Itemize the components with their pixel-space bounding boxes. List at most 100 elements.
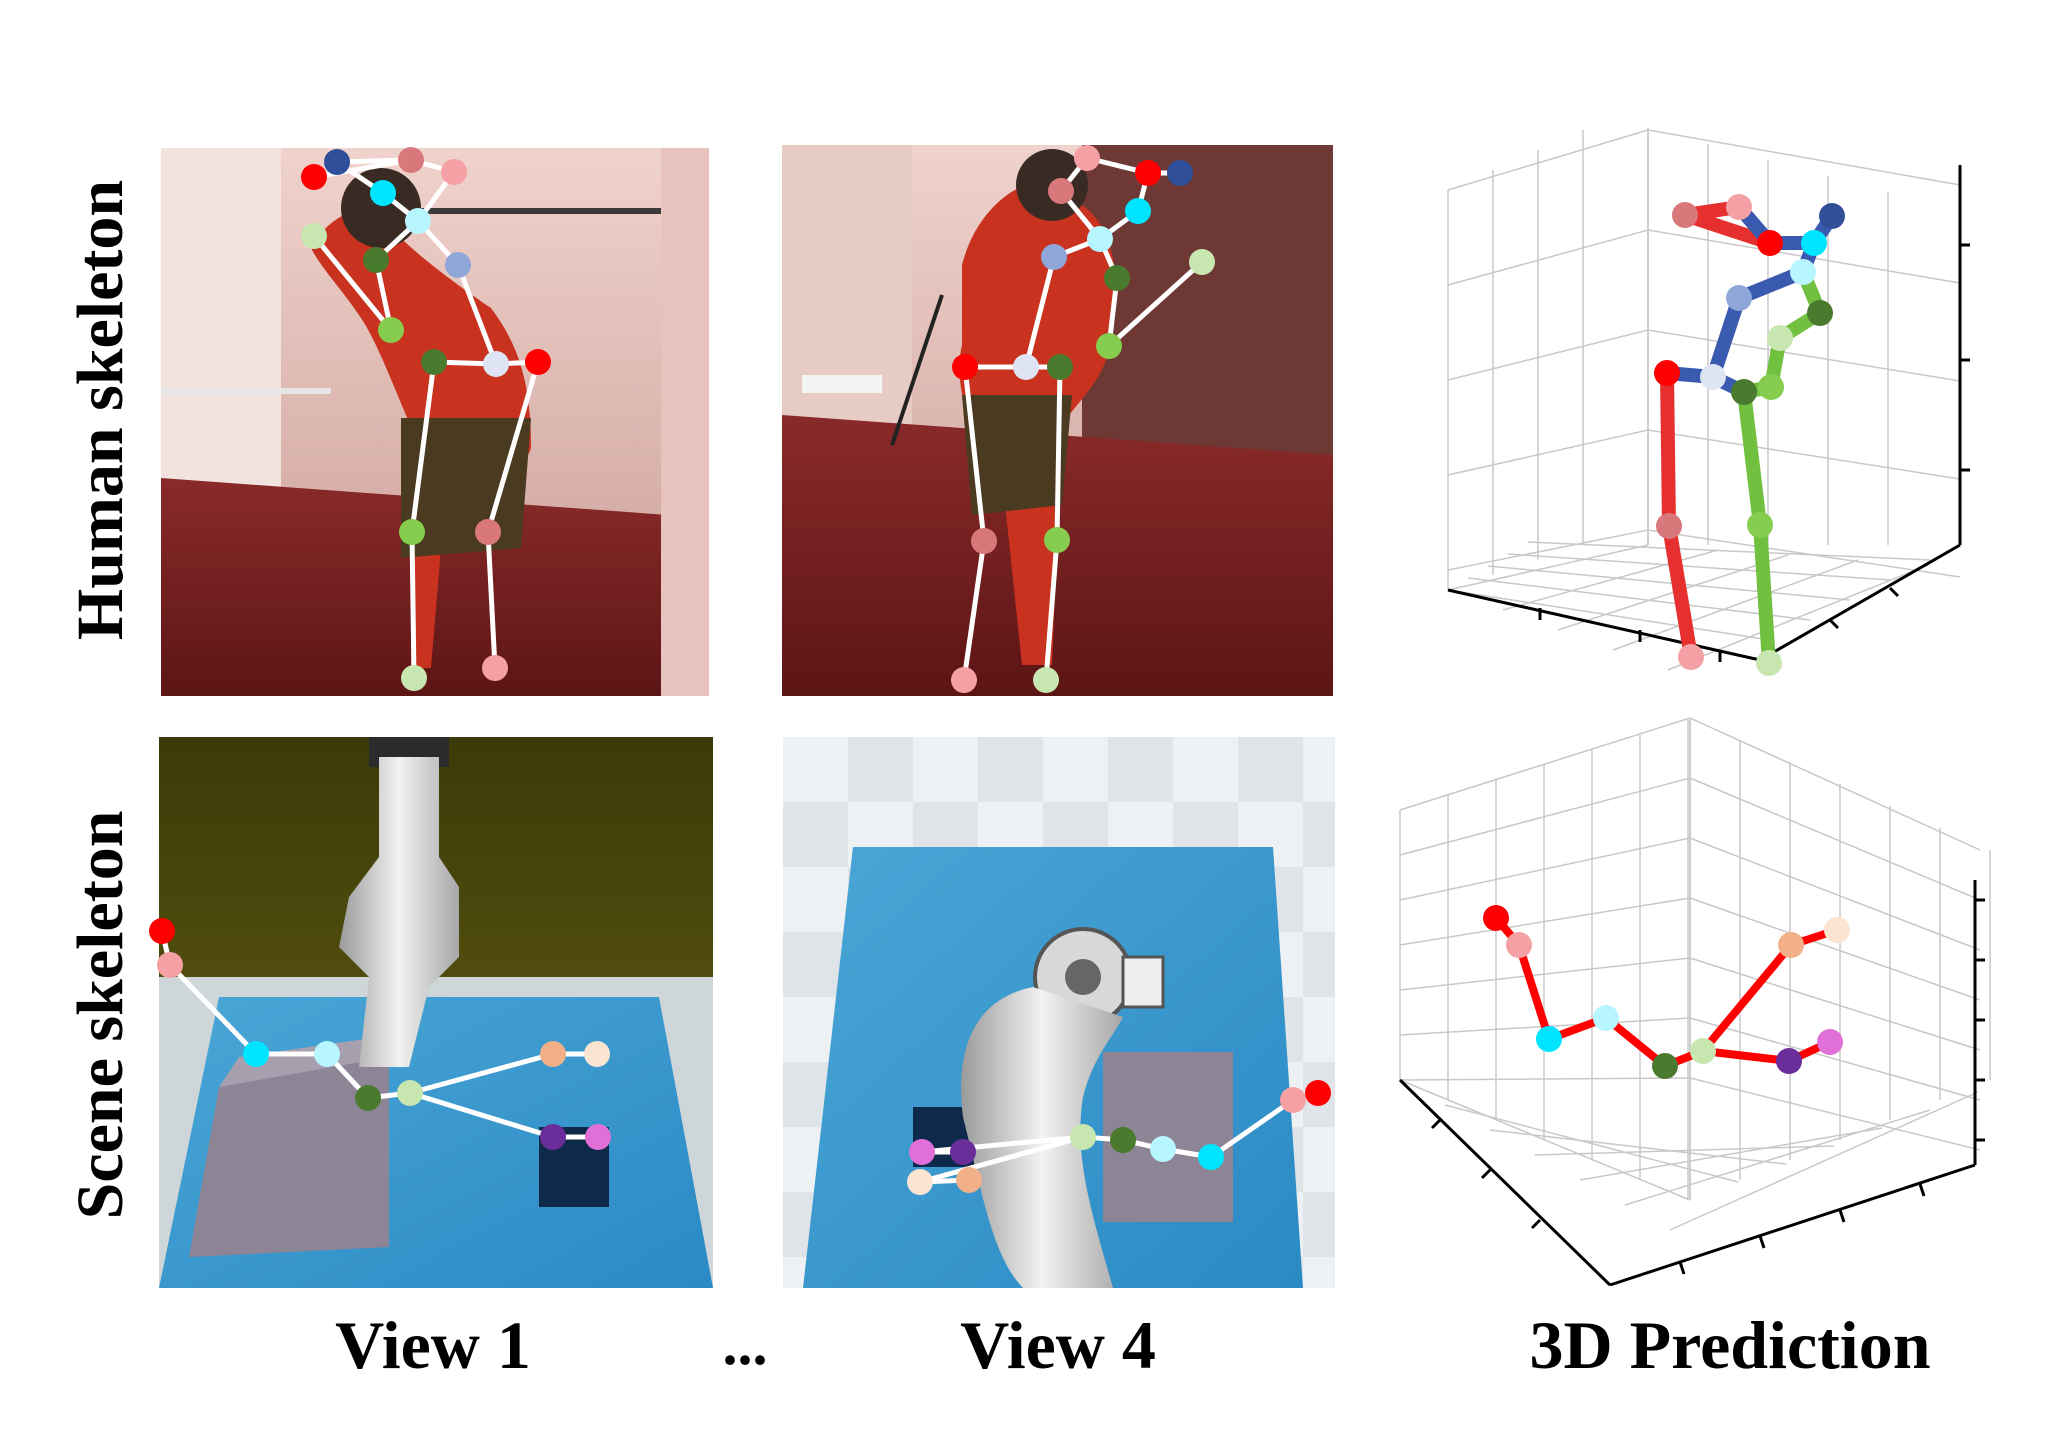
skeleton-joint <box>950 1139 976 1165</box>
row-label-scene-skeleton: Scene skeleton <box>64 811 137 1220</box>
skeleton-joint <box>397 1080 423 1106</box>
column-label-ellipsis: ... <box>723 1311 768 1377</box>
skeleton-joint <box>1731 379 1757 405</box>
skeleton-joint <box>1824 917 1850 943</box>
skeleton-bone <box>917 1134 1086 1185</box>
skeleton-joint <box>398 147 424 173</box>
skeleton-joint <box>1790 259 1816 285</box>
skeleton-bone <box>311 157 414 180</box>
skeleton-bone <box>1023 254 1057 370</box>
skeleton-bone <box>455 262 499 367</box>
skeleton-joint <box>1757 230 1783 256</box>
skeleton-joint <box>482 655 508 681</box>
skeleton-joint <box>405 208 431 234</box>
skeleton-joint <box>1044 527 1070 553</box>
skeleton-joint <box>956 1167 982 1193</box>
skeleton-joint <box>1767 325 1793 351</box>
skeleton-joint <box>1104 265 1130 291</box>
skeleton-joint <box>1041 244 1067 270</box>
skeleton-joint <box>1726 194 1752 220</box>
skeleton-joint <box>1135 160 1161 186</box>
column-label-view1: View 1 <box>335 1307 531 1383</box>
human-3d-plot <box>1447 128 1970 676</box>
skeleton-joint <box>1593 1005 1619 1031</box>
skeleton-joint <box>1048 178 1074 204</box>
skeleton-joint <box>1087 226 1113 252</box>
skeleton-joint <box>149 918 175 944</box>
skeleton-joint <box>907 1169 933 1195</box>
skeleton-joint <box>475 519 501 545</box>
skeleton-bone <box>1043 537 1060 683</box>
skeleton-joint <box>314 1041 340 1067</box>
skeleton-joint <box>1747 512 1773 538</box>
skeleton-joint <box>540 1124 566 1150</box>
human-view4-panel <box>782 145 1333 696</box>
skeleton-joint <box>355 1085 381 1111</box>
human-view1-panel <box>161 147 709 696</box>
skeleton-bone <box>407 1051 556 1096</box>
column-label-3d-prediction: 3D Prediction <box>1529 1307 1930 1383</box>
skeleton-joint <box>1198 1144 1224 1170</box>
skeleton-bone <box>407 1090 556 1140</box>
skeleton-joint <box>1189 249 1215 275</box>
skeleton-joint <box>1654 360 1680 386</box>
human-photo-view4 <box>782 145 1333 696</box>
skeleton-bone <box>1660 366 1676 533</box>
skeleton-joint <box>1726 285 1752 311</box>
skeleton-joint <box>1013 354 1039 380</box>
skeleton-bone <box>962 364 987 544</box>
skeleton-bone <box>1054 364 1063 543</box>
skeleton-joint <box>1817 1029 1843 1055</box>
skeleton-joint <box>952 354 978 380</box>
skeleton-joint <box>1801 230 1827 256</box>
skeleton-bone <box>409 529 417 681</box>
skeleton-joint <box>1776 1048 1802 1074</box>
skeleton-bone <box>961 538 987 683</box>
skeleton-joint <box>445 252 471 278</box>
skeleton-joint <box>243 1041 269 1067</box>
skeleton-bone <box>1106 259 1205 349</box>
skeleton-joint <box>1033 667 1059 693</box>
scene-view4-panel <box>783 737 1335 1288</box>
row-label-human-skeleton: Human skeleton <box>64 180 137 640</box>
skeleton-joint <box>540 1041 566 1067</box>
skeleton-joint <box>1758 374 1784 400</box>
skeleton-joint <box>399 519 425 545</box>
skeleton-joint <box>909 1139 935 1165</box>
skeleton-bone <box>1699 941 1795 1055</box>
skeleton-joint <box>585 1124 611 1150</box>
skeleton-bone <box>1678 208 1777 250</box>
skeleton-joint <box>525 349 551 375</box>
skeleton-joint <box>363 247 389 273</box>
skeleton-joint <box>301 223 327 249</box>
skeleton-joint <box>1506 932 1532 958</box>
skeleton-bone <box>409 359 437 535</box>
skeleton-joint <box>1483 905 1509 931</box>
skeleton-joint <box>1672 202 1698 228</box>
skeleton-joint <box>1047 354 1073 380</box>
column-label-view4: View 4 <box>960 1307 1156 1383</box>
skeleton-joint <box>483 351 509 377</box>
human-photo-view1 <box>161 148 709 696</box>
skeleton-joint <box>324 149 350 175</box>
skeleton-joint <box>301 164 327 190</box>
robot-render-view1 <box>159 737 713 1288</box>
skeleton-joint <box>1074 145 1100 171</box>
skeleton-bone <box>1737 385 1767 532</box>
scene-3d-plot <box>1398 717 1991 1287</box>
skeleton-joint <box>1150 1136 1176 1162</box>
skeleton-joint <box>1096 333 1122 359</box>
skeleton-joint <box>1125 198 1151 224</box>
skeleton-bone <box>1662 519 1698 664</box>
skeleton-joint <box>1110 1127 1136 1153</box>
skeleton-joint <box>1656 513 1682 539</box>
skeleton-bone <box>1753 518 1776 670</box>
skeleton-joint <box>1167 160 1193 186</box>
skeleton-bone <box>485 529 498 671</box>
skeleton-joint <box>584 1041 610 1067</box>
skeleton-joint <box>1070 1124 1096 1150</box>
skeleton-bone <box>311 233 394 333</box>
skeleton-joint <box>1756 650 1782 676</box>
skeleton-bone <box>1699 1047 1793 1065</box>
